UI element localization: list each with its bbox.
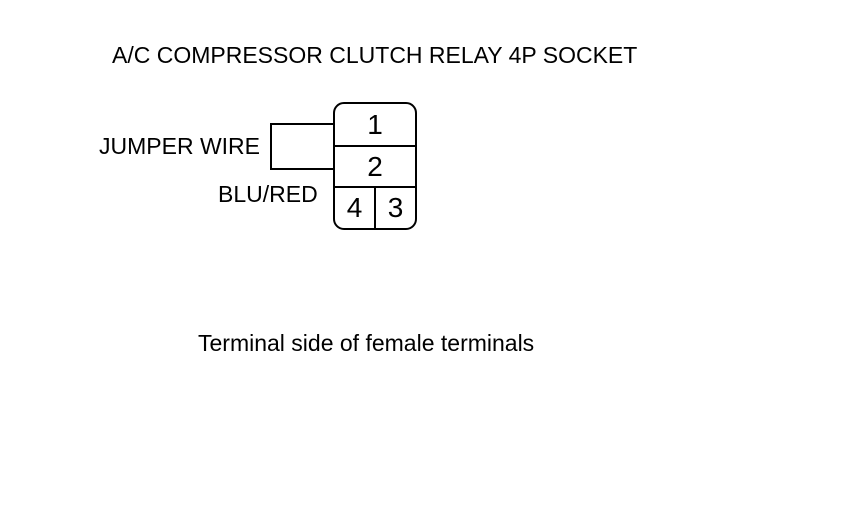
- terminal-3-number: 3: [387, 192, 404, 223]
- terminal-1-number: 1: [367, 108, 383, 140]
- relay-4p-socket-connector: 1 2 4 3: [333, 102, 417, 230]
- diagram-caption: Terminal side of female terminals: [198, 330, 535, 356]
- wire-color-label: BLU/RED: [218, 181, 318, 207]
- terminal-cell-4: 4: [335, 188, 376, 228]
- terminal-cell-3: 3: [376, 188, 415, 228]
- jumper-wire-label: JUMPER WIRE: [99, 133, 260, 159]
- terminal-2-number: 2: [367, 150, 383, 182]
- terminal-4-number: 4: [346, 192, 363, 223]
- diagram-title: A/C COMPRESSOR CLUTCH RELAY 4P SOCKET: [112, 42, 638, 68]
- terminal-cell-2: 2: [335, 145, 415, 186]
- jumper-wire-bracket: [270, 123, 335, 170]
- terminal-row-bottom: 4 3: [335, 186, 415, 228]
- terminal-cell-1: 1: [335, 104, 415, 145]
